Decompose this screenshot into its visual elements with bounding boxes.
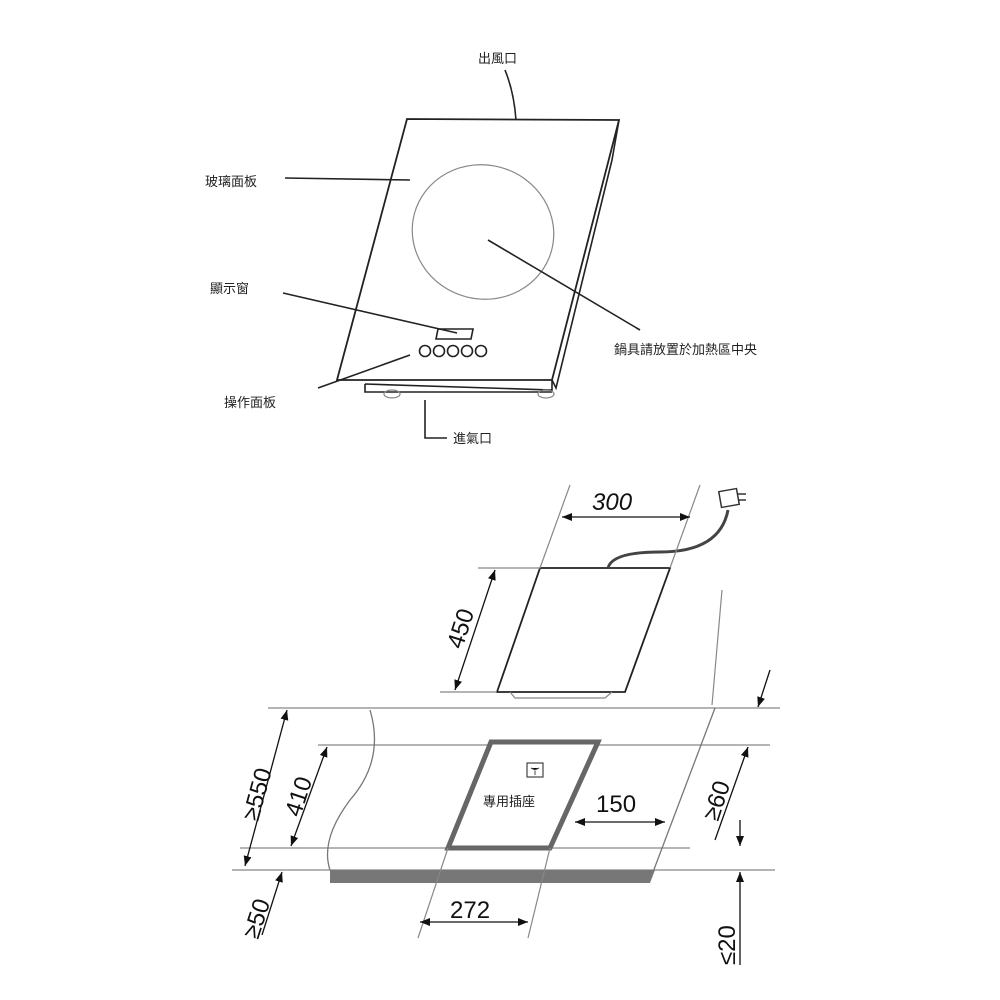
dimension-lines [243,484,771,965]
label-control-panel: 操作面板 [224,395,276,411]
plug-icon [717,487,746,509]
label-display-window: 顯示窗 [210,281,249,297]
socket-icon [526,762,544,778]
glass-panel [335,118,621,381]
display-window [435,328,474,340]
dim-side-clearance: 150 [596,791,636,818]
cooktop-illustration [335,118,621,399]
dim-width: 300 [592,489,633,516]
dim-back-margin: ≥60 [698,778,736,824]
dim-depth: 450 [442,605,480,651]
countertop: 專用插座 [232,589,780,883]
cooktop-body [495,567,672,693]
heating-zone [411,164,555,300]
dim-cutout-depth: 410 [280,773,318,819]
label-cookware-note: 鍋具請放置於加熱區中央 [614,342,757,358]
foot-right [537,389,555,399]
control-buttons [418,344,488,358]
countertop-front-edge [330,870,655,883]
dim-front-margin: ≥50 [238,896,276,942]
power-cord [606,509,730,569]
label-air-outlet: 出風口 [478,52,517,67]
foot-left [383,389,401,399]
leader-lines [282,69,641,439]
label-air-inlet: 進氣口 [453,432,492,447]
dim-counter-depth: ≥550 [238,765,278,823]
dim-cutout-width: 272 [450,897,490,924]
socket-label: 專用插座 [483,795,535,810]
label-glass-panel: 玻璃面板 [205,175,257,190]
cooktop-side [495,487,746,699]
cooktop-base [364,380,553,393]
dim-thickness: ≤20 [714,925,741,965]
